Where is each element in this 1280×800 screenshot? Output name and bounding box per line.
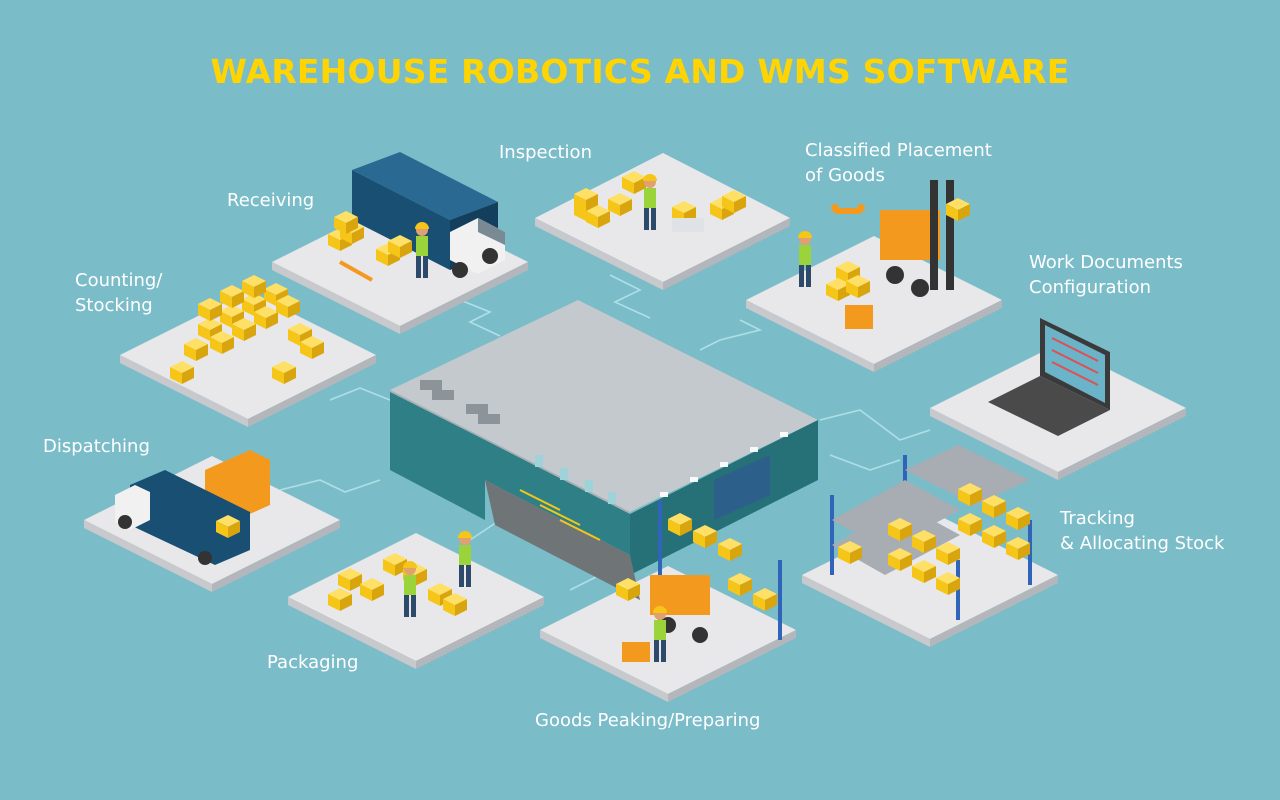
goods-picking-scene: [616, 500, 782, 662]
label-classified-line2: of Goods: [805, 165, 885, 186]
label-receiving: Receiving: [227, 190, 315, 211]
central-warehouse: [390, 300, 818, 600]
label-dispatching: Dispatching: [43, 436, 150, 457]
label-work-docs-line1: Work Documents: [1029, 252, 1183, 273]
inspection-scene: [574, 171, 746, 232]
label-tracking-line2: & Allocating Stock: [1060, 533, 1225, 554]
label-packaging: Packaging: [267, 652, 359, 673]
dispatching-trucks: [115, 450, 270, 565]
connector-lines: [279, 274, 931, 591]
platform-packaging: [288, 533, 544, 669]
label-classified-placement: Classified Placement of Goods: [805, 138, 992, 188]
receiving-truck: [328, 152, 505, 282]
label-counting-line2: Stocking: [75, 295, 153, 316]
platform-classified: [746, 236, 1002, 372]
label-goods-picking: Goods Peaking/Preparing: [535, 710, 761, 731]
label-classified-line1: Classified Placement: [805, 140, 992, 161]
label-inspection: Inspection: [499, 142, 592, 163]
tracking-racks: [830, 445, 1032, 620]
label-counting-line1: Counting/: [75, 270, 163, 291]
laptop-icon: [988, 318, 1110, 436]
label-counting-stocking: Counting/ Stocking: [75, 268, 162, 318]
drone-icon: [831, 204, 865, 214]
label-tracking-line1: Tracking: [1060, 508, 1135, 529]
page-title: WAREHOUSE ROBOTICS AND WMS SOFTWARE: [210, 52, 1070, 91]
label-work-docs-line2: Configuration: [1029, 277, 1152, 298]
forklift-classified: [798, 180, 970, 329]
platform-counting: [120, 291, 376, 427]
label-work-documents: Work Documents Configuration: [1029, 250, 1183, 300]
label-tracking: Tracking & Allocating Stock: [1060, 506, 1224, 556]
platform-inspection: [535, 153, 790, 290]
